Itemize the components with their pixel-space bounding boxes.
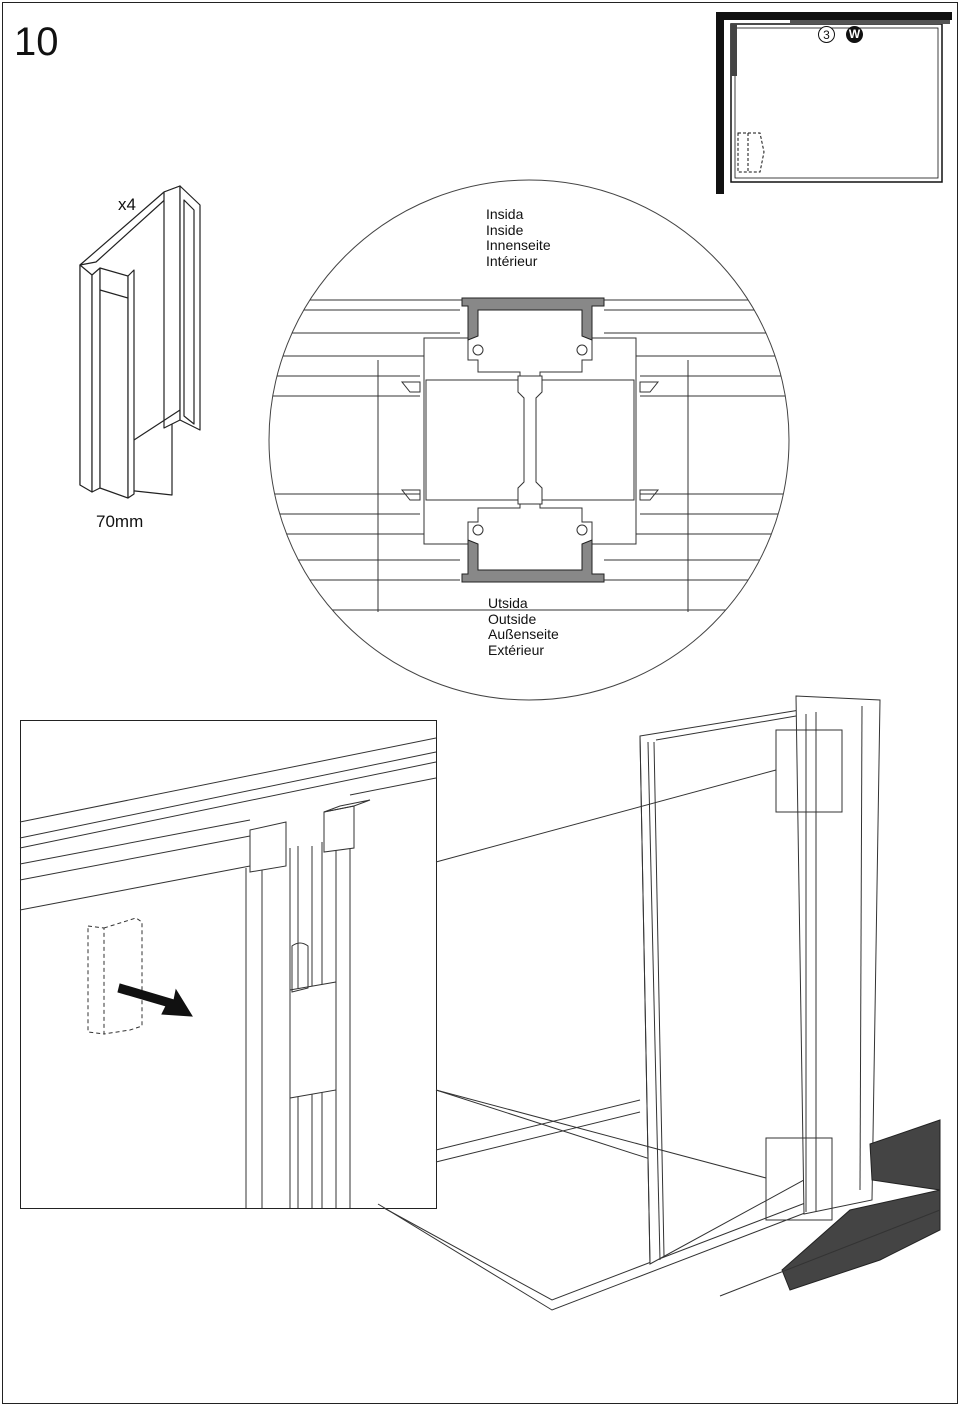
- outside-label-sv: Utsida: [488, 595, 528, 611]
- location-map: [716, 12, 952, 194]
- inside-label-en: Inside: [486, 221, 524, 238]
- inside-label-de: Innenseite: [486, 237, 551, 253]
- profile-part-drawing: [79, 185, 201, 499]
- outside-labels: Utsida Outside Außenseite Extérieur: [488, 595, 559, 658]
- inside-label-sv: Insida: [486, 206, 524, 222]
- length-label: 70mm: [96, 512, 144, 531]
- outside-label-fr: Extérieur: [488, 641, 545, 658]
- quantity-label: x4: [118, 195, 136, 214]
- outside-label-en: Outside: [488, 610, 537, 627]
- inside-labels: Insida Inside Innenseite Intérieur: [486, 206, 551, 269]
- location-badge-number: 3: [818, 26, 835, 43]
- outside-label-de: Außenseite: [488, 626, 559, 642]
- zoom-detail: [19, 720, 437, 1209]
- location-badge-letter: W: [846, 26, 863, 43]
- step-number: 10: [14, 20, 59, 64]
- inside-label-fr: Intérieur: [486, 252, 538, 269]
- shower-enclosure: [377, 695, 941, 1311]
